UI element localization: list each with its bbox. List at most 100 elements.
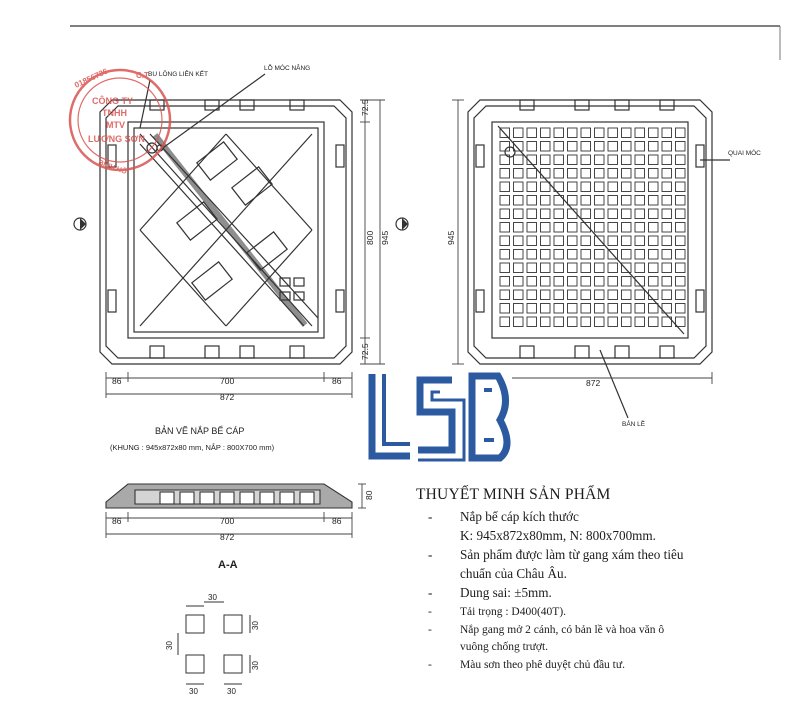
- grid-square: [648, 208, 659, 219]
- note-item: Dung sai: ±5mm.: [416, 584, 796, 603]
- grid-square: [675, 316, 686, 327]
- svg-text:TNHH: TNHH: [102, 108, 127, 118]
- grid-square: [526, 262, 537, 273]
- grid-square: [607, 249, 618, 260]
- grid-square: [526, 154, 537, 165]
- grid-square: [634, 127, 645, 138]
- grid-square: [661, 316, 672, 327]
- svg-text:01856736: 01856736: [73, 66, 110, 89]
- grid-square: [540, 168, 551, 179]
- grid-square: [648, 316, 659, 327]
- grid-square: [540, 276, 551, 287]
- grid-square: [621, 208, 632, 219]
- grid-square: [648, 276, 659, 287]
- grid-square: [499, 276, 510, 287]
- grid-square: [580, 181, 591, 192]
- dim-30-e: 30: [189, 687, 198, 696]
- note-item: Nắp bể cáp kích thước K: 945x872x80mm, N…: [416, 508, 796, 545]
- grid-square: [607, 127, 618, 138]
- grid-square: [621, 195, 632, 206]
- grid-square: [526, 249, 537, 260]
- grid-square: [580, 168, 591, 179]
- grid-square: [567, 208, 578, 219]
- grid-square: [634, 208, 645, 219]
- dim-72-5-bottom: 72.5: [360, 343, 370, 360]
- grid-square: [540, 235, 551, 246]
- grid-square: [540, 154, 551, 165]
- grid-square: [607, 141, 618, 152]
- dim-700: 700: [220, 376, 234, 386]
- grid-square: [675, 235, 686, 246]
- svg-text:CÔNG TY: CÔNG TY: [92, 95, 133, 106]
- grid-square: [513, 262, 524, 273]
- grid-square: [526, 303, 537, 314]
- section-a-a: [105, 483, 353, 509]
- grid-square: [661, 262, 672, 273]
- grid-square: [594, 235, 605, 246]
- grid-square: [580, 154, 591, 165]
- grid-square: [553, 195, 564, 206]
- grid-square: [499, 262, 510, 273]
- grid-square: [553, 303, 564, 314]
- grid-square: [580, 289, 591, 300]
- grid-square: [594, 127, 605, 138]
- grid-square: [499, 235, 510, 246]
- notes-title: THUYẾT MINH SẢN PHẨM: [416, 486, 611, 503]
- section-arrow-right: [395, 217, 409, 231]
- grid-square: [513, 141, 524, 152]
- dim-30-c: 30: [251, 621, 260, 630]
- grid-square: [553, 262, 564, 273]
- grid-square: [621, 181, 632, 192]
- anti-slip-grid: [499, 127, 686, 327]
- dim-872: 872: [220, 392, 234, 402]
- grid-square: [621, 141, 632, 152]
- dim-86-left: 86: [112, 376, 122, 386]
- grid-square: [553, 154, 564, 165]
- grid-square: [661, 303, 672, 314]
- grid-square: [499, 127, 510, 138]
- grid-square: [675, 181, 686, 192]
- grid-square: [553, 181, 564, 192]
- grid-square: [526, 222, 537, 233]
- grid-square: [567, 222, 578, 233]
- grid-square: [675, 289, 686, 300]
- grid-square: [648, 235, 659, 246]
- grid-square: [621, 154, 632, 165]
- grid-square: [526, 289, 537, 300]
- dim-72-5-top: 72.5: [360, 99, 370, 116]
- grid-square: [499, 249, 510, 260]
- grid-square: [567, 276, 578, 287]
- grid-square: [553, 235, 564, 246]
- grid-square: [675, 195, 686, 206]
- grid-square: [526, 127, 537, 138]
- grid-square: [540, 316, 551, 327]
- grid-square: [540, 262, 551, 273]
- grid-square: [540, 195, 551, 206]
- svg-text:LƯƠNG SƠN: LƯƠNG SƠN: [88, 134, 145, 144]
- grid-square: [634, 222, 645, 233]
- grid-square: [553, 168, 564, 179]
- grid-square: [526, 316, 537, 327]
- grid-square: [675, 303, 686, 314]
- note-item: Tải trọng : D400(40T).: [416, 604, 796, 621]
- dim-800: 800: [365, 231, 375, 245]
- grid-square: [594, 181, 605, 192]
- dim-86-section-left: 86: [112, 516, 122, 526]
- grid-square: [607, 222, 618, 233]
- product-description: THUYẾT MINH SẢN PHẨM Nắp bể cáp kích thư…: [416, 486, 796, 675]
- grid-square: [567, 262, 578, 273]
- grid-square: [513, 316, 524, 327]
- grid-square: [661, 195, 672, 206]
- grid-square: [580, 222, 591, 233]
- grid-square: [499, 195, 510, 206]
- grid-square: [594, 195, 605, 206]
- grid-square: [540, 181, 551, 192]
- grid-square: [594, 208, 605, 219]
- grid-square: [607, 235, 618, 246]
- grid-square: [661, 235, 672, 246]
- grid-square: [607, 168, 618, 179]
- grid-square: [580, 195, 591, 206]
- svg-text:MTV: MTV: [106, 120, 125, 130]
- grid-square: [594, 303, 605, 314]
